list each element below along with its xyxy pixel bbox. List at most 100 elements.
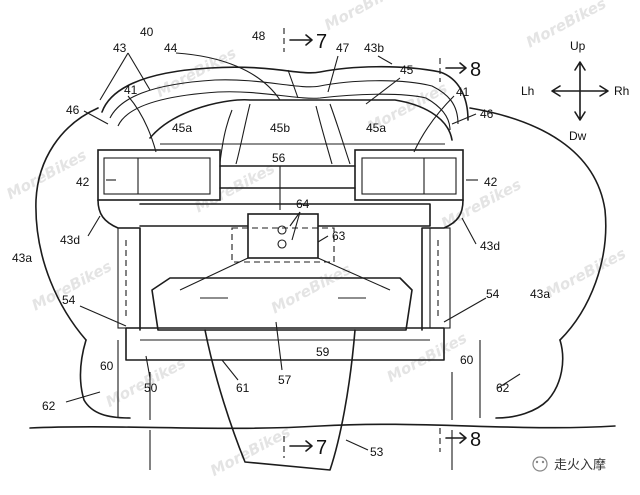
direction-down-label: Dw (569, 129, 587, 143)
callout-45b: 45b (270, 121, 290, 135)
tail-cover-inner-1 (109, 79, 459, 125)
leader (79, 305, 127, 327)
side-cover-right (469, 107, 607, 341)
callout-47: 47 (336, 41, 350, 55)
bolt-lower (277, 239, 287, 249)
leader (87, 215, 101, 237)
leader (221, 359, 239, 381)
callout-45a-left: 45a (172, 121, 192, 135)
callout-41-left: 41 (124, 83, 138, 97)
callout-48: 48 (252, 29, 266, 43)
plate-light-housing (247, 213, 319, 259)
callout-64: 64 (296, 197, 310, 211)
beam-right (317, 257, 391, 291)
leader-lines (65, 52, 521, 451)
callout-62-left: 62 (42, 399, 56, 413)
callout-42-left: 42 (76, 175, 90, 189)
leader (345, 439, 369, 451)
frame-left (117, 227, 141, 329)
watermark: MoreBikes (523, 0, 609, 51)
callout-43d-right: 43d (480, 239, 500, 253)
callout-57: 57 (278, 373, 292, 387)
leader (327, 55, 339, 93)
leader (365, 77, 401, 105)
lamp-bridge (219, 165, 356, 189)
callout-43a-right: 43a (530, 287, 550, 301)
plate-light-hidden (231, 227, 335, 263)
leader (127, 52, 151, 91)
callout-46-right: 46 (480, 107, 494, 121)
callout-labels: 40 43 44 48 47 43b 45 41 41 46 46 45a 45… (12, 25, 550, 459)
caption-badge: 走火入摩 (532, 456, 606, 473)
callout-41-right: 41 (456, 85, 470, 99)
callout-40: 40 (140, 25, 154, 39)
section-arrow-7-top (289, 34, 313, 46)
callout-43: 43 (113, 41, 127, 55)
side-cover-left (35, 107, 99, 341)
section-arrow-8-top (445, 62, 467, 74)
callout-54-left: 54 (62, 293, 76, 307)
leader (317, 235, 329, 243)
compass-horizontal-arrow (551, 85, 609, 97)
leader (377, 55, 393, 65)
wheel-outline (149, 430, 453, 470)
ground-line (29, 423, 616, 430)
leader (287, 69, 299, 99)
leader (175, 52, 281, 101)
callout-42-right: 42 (484, 175, 498, 189)
rear-fender (204, 329, 356, 471)
section-arrow-8-bottom (445, 432, 467, 444)
leader (275, 321, 283, 371)
callout-54-right: 54 (486, 287, 500, 301)
leader (289, 211, 301, 241)
watermark: MoreBikes (207, 423, 293, 480)
plate-lower-frame (125, 327, 445, 361)
frame-right (429, 227, 451, 329)
leader (65, 391, 101, 403)
section-mark-7-top: 7 (316, 31, 327, 53)
wechat-icon-eye (541, 460, 545, 464)
direction-right-label: Rh (614, 84, 629, 98)
duct-divider-right-2 (315, 105, 333, 165)
callout-62-right: 62 (496, 381, 510, 395)
callout-56: 56 (272, 151, 286, 165)
wechat-icon (532, 456, 548, 472)
bolt-upper (277, 225, 287, 235)
callout-53: 53 (370, 445, 384, 459)
callout-60-right: 60 (460, 353, 474, 367)
lower-body-right (495, 339, 564, 419)
leader (443, 297, 487, 323)
callout-43b: 43b (364, 41, 384, 55)
callout-59: 59 (316, 345, 330, 359)
caption-text: 走火入摩 (554, 457, 606, 473)
leader (99, 52, 129, 101)
callout-43d-left: 43d (60, 233, 80, 247)
leader (451, 113, 477, 125)
watermark: MoreBikes (543, 244, 629, 301)
callout-60-left: 60 (100, 359, 114, 373)
section-arrow-7-bottom (289, 440, 313, 452)
leader (127, 95, 157, 153)
callout-45: 45 (400, 63, 414, 77)
direction-compass: Up Dw Lh Rh (521, 39, 629, 143)
callout-63: 63 (332, 229, 346, 243)
leader (145, 355, 151, 379)
watermark: MoreBikes (384, 329, 470, 386)
callout-43a-left: 43a (12, 251, 32, 265)
callout-61: 61 (236, 381, 250, 395)
wechat-icon-eye (535, 460, 539, 464)
duct-divider-left-2 (235, 103, 251, 165)
callout-45a-right: 45a (366, 121, 386, 135)
direction-up-label: Up (570, 39, 586, 53)
callout-46-left: 46 (66, 103, 80, 117)
section-mark-7-bottom: 7 (316, 437, 327, 459)
tail-lamp-right-lens (361, 157, 457, 195)
leader (413, 95, 455, 153)
direction-left-label: Lh (521, 84, 534, 98)
callout-50: 50 (144, 381, 158, 395)
tail-cover-outer (101, 65, 469, 121)
section-mark-8-bottom: 8 (470, 429, 481, 451)
